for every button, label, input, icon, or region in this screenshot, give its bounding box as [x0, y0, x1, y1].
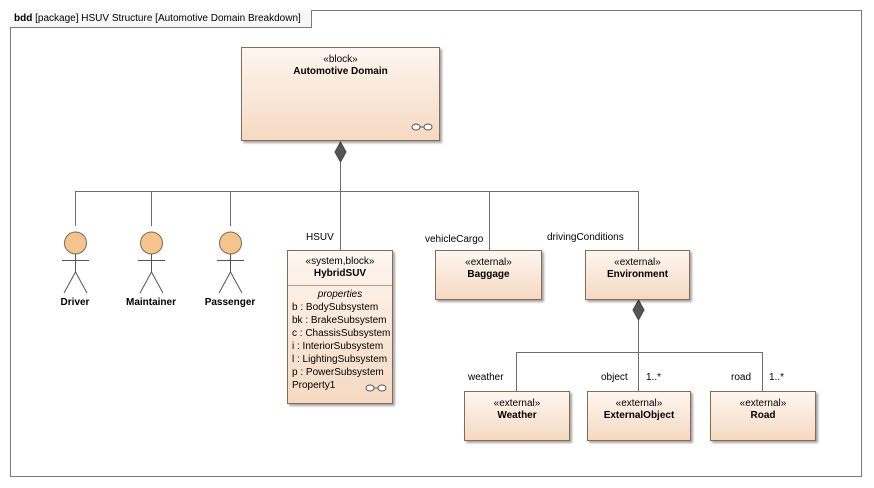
property-row[interactable]: b : BodySubsystem — [292, 302, 379, 313]
block-name: Automotive Domain — [293, 66, 388, 77]
actor-passenger-label: Passenger — [204, 297, 256, 308]
block-stereotype: «external» — [615, 398, 663, 409]
actor-maintainer-icon[interactable] — [138, 231, 165, 294]
multiplicity-road: 1..* — [769, 372, 785, 383]
composition-diamond-icon — [632, 298, 645, 322]
block-external-object[interactable]: «external» ExternalObject — [587, 391, 691, 441]
block-name: Road — [750, 410, 776, 421]
role-object: object — [601, 372, 628, 383]
role-vehicle-cargo: vehicleCargo — [425, 234, 484, 245]
actor-maintainer-label: Maintainer — [125, 297, 176, 308]
block-road[interactable]: «external» Road — [710, 391, 816, 441]
property-row[interactable]: Property1 — [292, 380, 336, 391]
block-name: Environment — [606, 269, 669, 280]
block-automotive-domain[interactable]: «block» Automotive Domain — [241, 47, 440, 141]
frame-label: bdd [package] HSUV Structure [Automotive… — [10, 10, 312, 28]
block-stereotype: «external» — [465, 257, 512, 268]
property-row[interactable]: l : LightingSubsystem — [292, 354, 388, 365]
composite-link-icon — [365, 384, 387, 392]
block-name: ExternalObject — [603, 410, 675, 421]
block-name: HybridSUV — [313, 268, 367, 279]
block-stereotype: «block» — [323, 54, 358, 65]
block-baggage[interactable]: «external» Baggage — [435, 250, 542, 300]
frame-title: [package] HSUV Structure [Automotive Dom… — [35, 13, 301, 24]
block-name: Weather — [497, 410, 537, 421]
role-driving-conditions: drivingConditions — [547, 232, 624, 243]
compartment-title: properties — [317, 289, 363, 300]
frame-kind: bdd — [14, 13, 33, 24]
property-row[interactable]: c : ChassisSubsystem — [292, 328, 391, 339]
block-environment[interactable]: «external» Environment — [585, 250, 690, 300]
block-stereotype: «external» — [739, 398, 787, 409]
multiplicity-object: 1..* — [646, 372, 662, 383]
actor-passenger-icon[interactable] — [217, 231, 244, 294]
composition-diamond-icon — [334, 140, 347, 164]
role-road: road — [731, 372, 752, 383]
property-row[interactable]: bk : BrakeSubsystem — [292, 315, 387, 326]
actor-driver-label: Driver — [60, 297, 90, 308]
property-row[interactable]: p : PowerSubsystem — [292, 367, 384, 378]
block-hybrid-suv[interactable]: «system,block» HybridSUV properties b : … — [287, 250, 393, 404]
block-name: Baggage — [467, 269, 510, 280]
composite-link-icon — [411, 123, 433, 131]
actor-driver-icon[interactable] — [62, 231, 89, 294]
property-row[interactable]: i : InteriorSubsystem — [292, 341, 384, 352]
block-stereotype: «system,block» — [305, 256, 375, 267]
block-stereotype: «external» — [493, 398, 541, 409]
block-stereotype: «external» — [614, 257, 661, 268]
properties-compartment: properties b : BodySubsystem bk : BrakeS… — [288, 285, 392, 392]
block-weather[interactable]: «external» Weather — [464, 391, 570, 441]
role-weather: weather — [468, 372, 504, 383]
role-hsuv: HSUV — [306, 232, 334, 243]
